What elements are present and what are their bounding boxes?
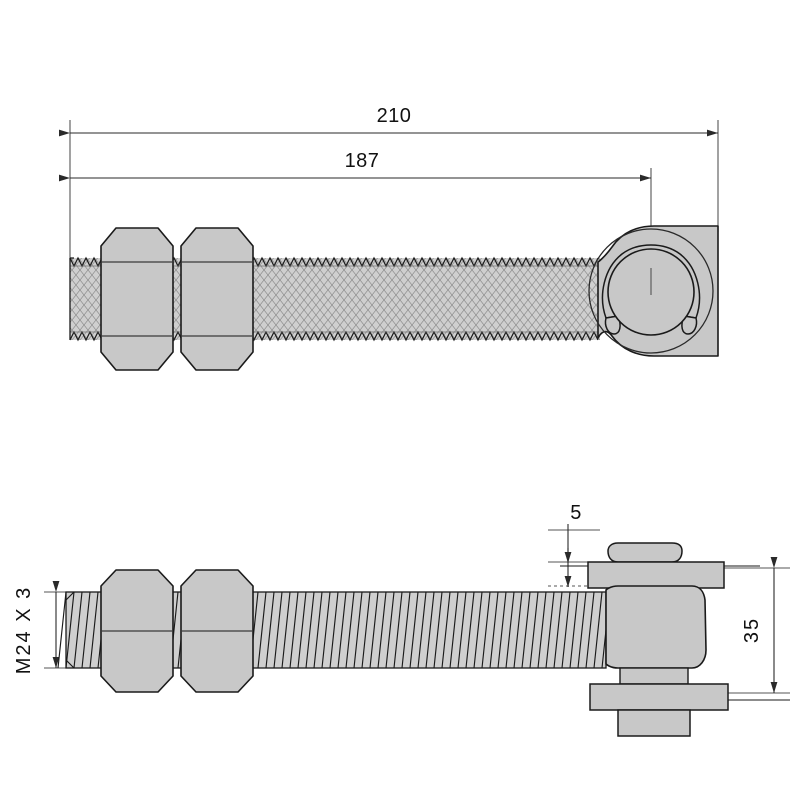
hex-nut-inner bbox=[180, 227, 254, 371]
side-elevation-view: M24 X 3 5 bbox=[13, 502, 790, 737]
lower-clip bbox=[617, 709, 691, 737]
lower-plate bbox=[589, 683, 729, 711]
eye-head bbox=[588, 225, 719, 357]
shank-end-chamfer-bottom bbox=[65, 591, 75, 669]
dim-label-m24: M24 X 3 bbox=[13, 586, 35, 674]
head-height-dimension: 35 bbox=[718, 557, 790, 694]
thread-spec-dimension: M24 X 3 bbox=[13, 581, 72, 674]
dim-label-35: 35 bbox=[741, 617, 763, 643]
hex-nut-outer-body bbox=[100, 227, 174, 371]
dim-label-187: 187 bbox=[345, 150, 380, 172]
head-assembly-side bbox=[560, 542, 790, 737]
dim-label-5: 5 bbox=[570, 502, 582, 524]
head-lower-stub bbox=[619, 667, 689, 685]
front-elevation-view: 210 187 bbox=[59, 105, 719, 371]
hex-nut-inner bbox=[180, 569, 254, 693]
head-body bbox=[605, 585, 707, 669]
hex-nut-outer bbox=[100, 227, 174, 371]
plate-thickness-dimension: 5 bbox=[548, 502, 612, 587]
overall-length-dimension: 210 bbox=[59, 105, 719, 260]
eye-outer-groove bbox=[588, 228, 714, 354]
dim-label-210: 210 bbox=[377, 105, 412, 127]
hex-nut-outer bbox=[100, 569, 174, 693]
hex-nut-inner-body bbox=[180, 227, 254, 371]
upper-clip bbox=[607, 542, 683, 563]
upper-plate bbox=[587, 561, 725, 589]
